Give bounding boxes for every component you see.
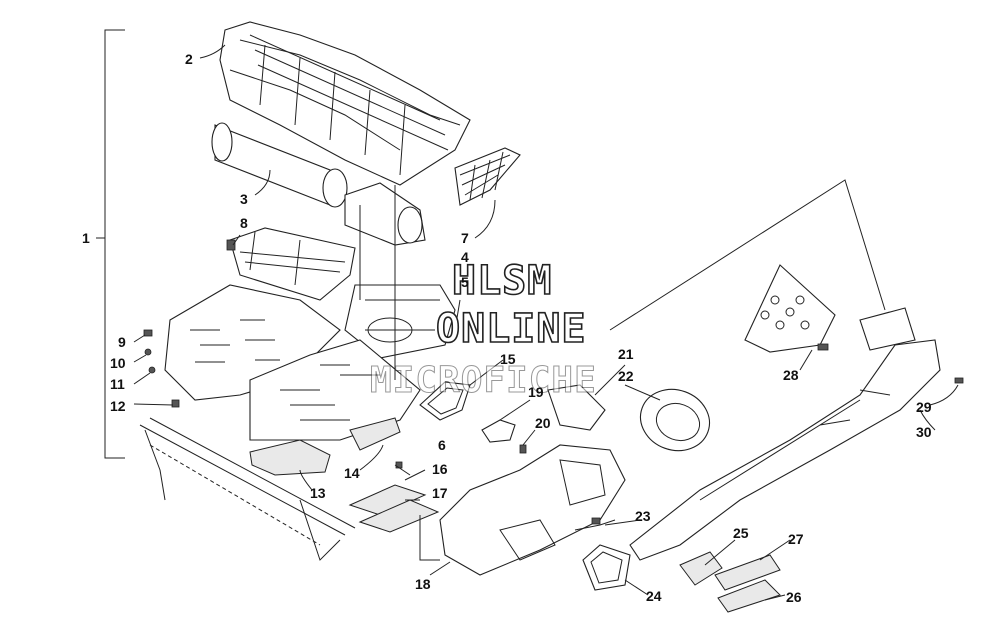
- callout-6: 6: [438, 437, 446, 453]
- duct-screw: [954, 377, 964, 384]
- callout-22: 22: [618, 368, 634, 384]
- adhesive-pads: [348, 484, 440, 533]
- callout-5: 5: [461, 274, 469, 290]
- hose-clamp: [574, 517, 616, 531]
- callout-25: 25: [733, 525, 749, 541]
- callout-12: 12: [110, 398, 126, 414]
- callout-29: 29: [916, 399, 932, 415]
- callout-7: 7: [461, 230, 469, 246]
- air-box-base: [229, 227, 456, 359]
- callout-18: 18: [415, 576, 431, 592]
- intake-duct: [439, 444, 626, 576]
- clip-bracket: [481, 419, 516, 443]
- foam-block: [249, 439, 331, 476]
- callout-3: 3: [240, 191, 248, 207]
- callout-13: 13: [310, 485, 326, 501]
- lower-plate: [164, 284, 421, 441]
- callout-21: 21: [618, 346, 634, 362]
- callout-23: 23: [635, 508, 651, 524]
- callout-19: 19: [528, 384, 544, 400]
- plate-pad: [349, 417, 401, 451]
- oval-filter: [547, 384, 606, 431]
- watermark-line-2: ONLINE: [435, 305, 587, 353]
- callout-4: 4: [461, 249, 469, 265]
- callout-8: 8: [240, 215, 248, 231]
- callout-20: 20: [535, 415, 551, 431]
- callout-30: 30: [916, 424, 932, 440]
- watermark-line-3: MICROFICHE: [370, 360, 597, 402]
- callout-16: 16: [432, 461, 448, 477]
- small-screw: [519, 444, 527, 454]
- callout-11: 11: [110, 376, 125, 392]
- callout-27: 27: [788, 531, 804, 547]
- filter-element: [344, 182, 426, 246]
- air-box-top: [219, 21, 471, 186]
- callout-15: 15: [500, 351, 516, 367]
- heat-shield: [744, 264, 836, 353]
- intake-screen: [454, 147, 521, 206]
- filter-tube: [211, 122, 348, 208]
- frame-rail: [139, 417, 356, 561]
- duct-pads: [679, 551, 781, 613]
- callout-17: 17: [432, 485, 448, 501]
- callout-9: 9: [118, 334, 126, 350]
- gasket-oval: [419, 381, 471, 421]
- callout-14: 14: [344, 465, 360, 481]
- square-gasket: [582, 544, 631, 591]
- callout-10: 10: [110, 355, 126, 371]
- callout-24: 24: [646, 588, 662, 604]
- callout-2: 2: [185, 51, 193, 67]
- callout-28: 28: [783, 367, 799, 383]
- assembly-bracket: [96, 29, 125, 459]
- watermark-line-1: HLSM: [451, 257, 553, 305]
- callout-1: 1: [82, 230, 90, 246]
- oval-housing: [639, 388, 711, 452]
- leader-lines: [133, 44, 959, 601]
- long-air-duct: [629, 307, 941, 561]
- callout-26: 26: [786, 589, 802, 605]
